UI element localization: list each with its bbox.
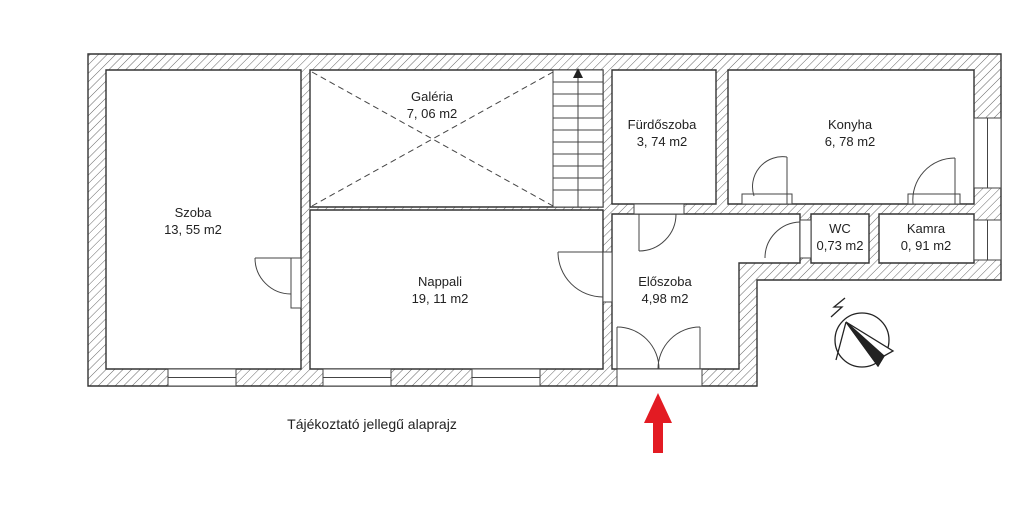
room-name-kamra: Kamra <box>907 221 946 236</box>
room-labels: Szoba 13, 55 m2 Galéria 7, 06 m2 Nappali… <box>164 89 951 306</box>
windows <box>167 117 1002 387</box>
room-name-konyha: Konyha <box>828 117 873 132</box>
room-name-wc: WC <box>829 221 851 236</box>
galeria-void-lines <box>311 71 554 207</box>
room-area-galeria: 7, 06 m2 <box>407 106 458 121</box>
room-name-furdoszoba: Fürdőszoba <box>628 117 697 132</box>
room-area-nappali: 19, 11 m2 <box>412 291 469 306</box>
plan-caption: Tájékoztató jellegű alaprajz <box>287 416 457 432</box>
room-area-konyha: 6, 78 m2 <box>825 134 876 149</box>
staircase <box>552 68 604 208</box>
room-area-wc: 0,73 m2 <box>817 238 864 253</box>
north-arrow-icon <box>830 297 895 368</box>
room-area-eloszoba: 4,98 m2 <box>642 291 689 306</box>
room-name-eloszoba: Előszoba <box>638 274 692 289</box>
room-area-szoba: 13, 55 m2 <box>164 222 222 237</box>
room-name-galeria: Galéria <box>411 89 454 104</box>
room-area-kamra: 0, 91 m2 <box>901 238 952 253</box>
room-area-furdoszoba: 3, 74 m2 <box>637 134 688 149</box>
entrance-arrow-icon <box>644 393 672 453</box>
room-name-szoba: Szoba <box>175 205 213 220</box>
doors <box>254 156 961 387</box>
room-name-nappali: Nappali <box>418 274 462 289</box>
